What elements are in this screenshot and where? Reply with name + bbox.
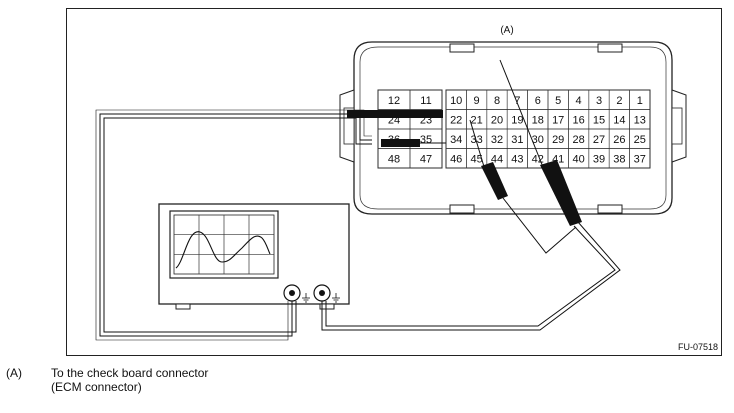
- pin-label: 29: [552, 134, 564, 146]
- waveform-trace: [175, 231, 271, 269]
- pin-cell: [409, 148, 443, 169]
- pin-label: 43: [511, 154, 523, 166]
- side-lock-right-inner: [671, 107, 683, 145]
- pin-label: 4: [576, 95, 582, 107]
- pin-label: 15: [593, 115, 605, 127]
- pin-label: 20: [491, 115, 503, 127]
- probe-lead-1: [95, 109, 372, 341]
- pin-label: 39: [593, 154, 605, 166]
- legend-line-2: (ECM connector): [51, 380, 142, 394]
- screen-grid: [174, 215, 274, 274]
- pin-label: 46: [450, 154, 462, 166]
- probe-bar-mid: [381, 139, 420, 147]
- probe-pen-long: [499, 59, 582, 226]
- housing-tab: [597, 43, 623, 53]
- pin-label: 14: [613, 115, 625, 127]
- side-lock-left-inner: [343, 107, 355, 145]
- pin-label: 40: [572, 154, 584, 166]
- pin-label: 31: [511, 134, 523, 146]
- pin-label: 6: [535, 95, 541, 107]
- pin-label: 45: [470, 154, 482, 166]
- probe-bar-top: [347, 110, 443, 118]
- pin-label: 34: [450, 134, 462, 146]
- oscilloscope-feet-right: [319, 303, 335, 310]
- callout-label-a: (A): [500, 25, 513, 36]
- pin-cells: [377, 89, 651, 169]
- pin-label: 33: [470, 134, 482, 146]
- oscilloscope: [158, 203, 350, 310]
- housing-tab: [449, 43, 475, 53]
- pin-label: 44: [491, 154, 503, 166]
- probe-jack-ch2-pin: [319, 290, 325, 296]
- pin-label: 48: [388, 154, 400, 166]
- housing-tab: [449, 204, 475, 214]
- pin-label: 37: [634, 154, 646, 166]
- pin-label: 12: [388, 95, 400, 107]
- pin-label: 38: [613, 154, 625, 166]
- pin-label: 28: [572, 134, 584, 146]
- figure-code: FU-07518: [678, 342, 718, 352]
- probe-jack-ch1-pin: [289, 290, 295, 296]
- pin-label: 17: [552, 115, 564, 127]
- pin-label: 11: [420, 95, 431, 107]
- probe-lead-2: [321, 221, 621, 331]
- pin-label: 19: [511, 115, 523, 127]
- probe-pen-short: [469, 119, 577, 254]
- pin-label: 21: [470, 115, 482, 127]
- pin-label: 25: [634, 134, 646, 146]
- oscilloscope-feet-left: [175, 303, 191, 310]
- legend-line-1: To the check board connector: [51, 366, 209, 380]
- pin-label: 1: [637, 95, 643, 107]
- pin-label: 8: [494, 95, 500, 107]
- housing-tab: [597, 204, 623, 214]
- pin-cell: [629, 148, 651, 169]
- pin-label: 22: [450, 115, 462, 127]
- pin-label: 35: [420, 134, 432, 146]
- connector-inner-outline: [359, 46, 667, 210]
- pin-label: 30: [532, 134, 544, 146]
- legend-key: (A): [6, 366, 22, 380]
- pin-label: 13: [634, 115, 646, 127]
- ground-symbol: [332, 293, 340, 303]
- pin-label: 47: [420, 154, 432, 166]
- pin-label: 3: [596, 95, 602, 107]
- pin-label: 26: [613, 134, 625, 146]
- pin-label: 5: [555, 95, 561, 107]
- pin-label: 18: [532, 115, 544, 127]
- pin-label: 7: [514, 95, 520, 107]
- pin-label: 16: [572, 115, 584, 127]
- pin-label: 32: [491, 134, 503, 146]
- pin-label: 27: [593, 134, 605, 146]
- ground-symbol: [302, 293, 310, 303]
- pin-label: 9: [474, 95, 480, 107]
- pin-label: 10: [450, 95, 462, 107]
- pin-label: 2: [616, 95, 622, 107]
